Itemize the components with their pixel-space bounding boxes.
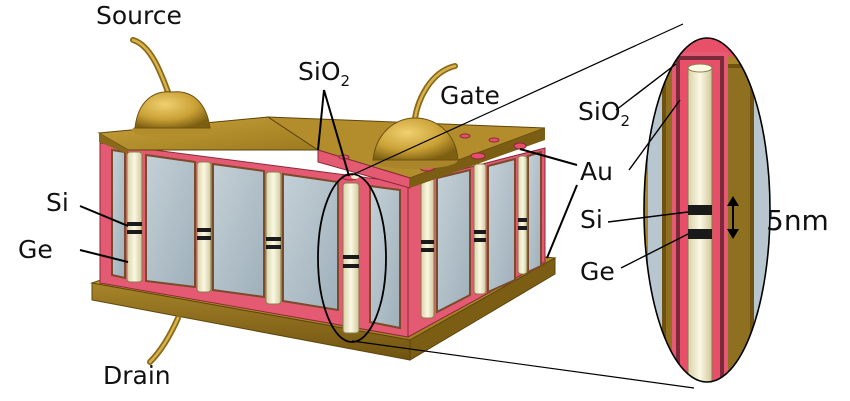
scale-double-arrow (727, 196, 739, 239)
highlight-ellipse (317, 173, 387, 343)
source-label: Source (96, 1, 182, 30)
scale-label: 5nm (766, 204, 829, 237)
drain-label: Drain (103, 361, 171, 390)
side-nanowires (420, 155, 528, 319)
front-nanowires (126, 151, 360, 334)
au-label-inset: Au (580, 157, 613, 186)
si-label-left: Si (46, 188, 69, 217)
sio2-inset-text: SiO2 (578, 97, 630, 130)
sio2-label-main: SiO2 (298, 57, 350, 90)
zoom-connector-lines (351, 23, 695, 389)
device-side-wall (407, 147, 546, 338)
source-contact (130, 37, 212, 138)
device-front-wall (99, 142, 409, 338)
inset-zoom (643, 37, 771, 383)
sio2-label-text: SiO2 (298, 57, 350, 90)
si-label-inset: Si (580, 205, 603, 234)
drain-contact (147, 315, 181, 365)
gate-label: Gate (440, 81, 500, 110)
dielectric-panels (111, 148, 401, 330)
ge-label-left: Ge (18, 235, 53, 264)
ge-label-inset: Ge (580, 257, 615, 286)
sio2-label-inset: SiO2 (578, 97, 630, 130)
leader-lines (79, 63, 689, 269)
